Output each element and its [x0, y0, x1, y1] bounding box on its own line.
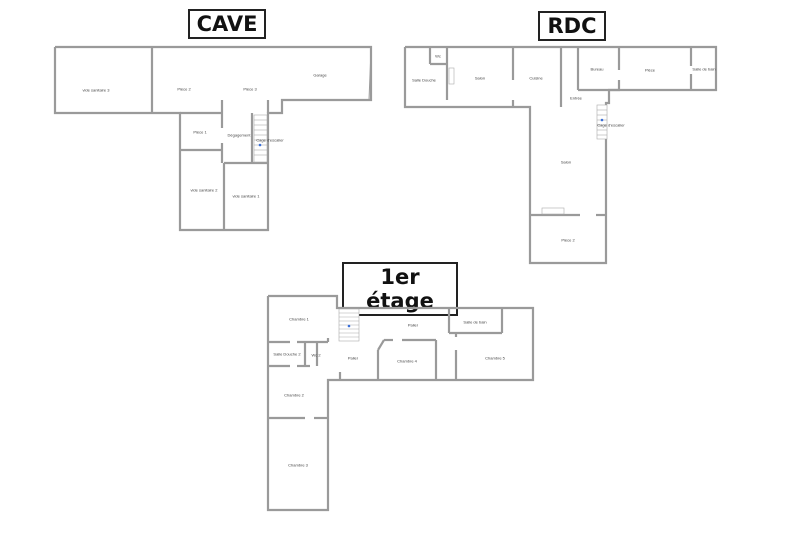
rdc-room-wc: Wc [435, 53, 441, 59]
rdc-room-salle-douche: Salle Douche [412, 77, 436, 83]
etage1-title: 1er étage [342, 262, 458, 316]
rdc-room-salle-de-bain: Salle de bain [692, 66, 716, 72]
etage1-room-chambre-2: Chambre 2 [284, 392, 304, 398]
etage1-room-palier: Palier [347, 355, 359, 361]
rdc-room-piece-2: Pièce 2 [561, 237, 575, 243]
rdc-title: RDC [538, 11, 606, 41]
rdc-room-piece: Pièce [644, 67, 656, 73]
cave-room-piece-3: Pièce 3 [243, 86, 257, 92]
cave-room-vide-sanitaire-2: vide sanitaire 2 [190, 187, 218, 193]
rdc-room-cuisine: Cuisine [529, 75, 543, 81]
cave-room-piece-1: Pièce 1 [193, 129, 207, 135]
rdc-room-salon: Salon [474, 75, 486, 81]
etage1-room-palier-haut: Palier [407, 322, 419, 328]
etage1-room-chambre-4: Chambre 4 [397, 358, 417, 364]
cave-room-degagement: Dégagement [227, 132, 251, 138]
cave-room-vide-sanitaire-1: vide sanitaire 1 [232, 193, 260, 199]
rdc-room-entree: Entrée [570, 95, 582, 101]
etage1-room-salle-douche-2: Salle Douche 2 [273, 351, 301, 357]
rdc-room-salon-2: Salon [560, 159, 572, 165]
etage1-room-chambre-5: Chambre 5 [485, 355, 505, 361]
etage1-room-chambre-1: Chambre 1 [289, 316, 309, 322]
etage1-room-chambre-3: Chambre 3 [288, 462, 308, 468]
etage1-room-salle-de-bain: Salle de bain [463, 319, 487, 325]
cave-room-garage: Garage [313, 72, 327, 78]
etage1-room-wc-2: Wc 2 [311, 352, 321, 358]
rdc-room-cage-escalier: Cage d'escalier [597, 122, 625, 128]
cave-room-cage-escalier: Cage d'escalier [256, 137, 284, 143]
cave-title: CAVE [188, 9, 266, 39]
rdc-room-bureau: Bureau [590, 66, 604, 72]
cave-room-vide-sanitaire-3: vide sanitaire 3 [82, 87, 110, 93]
cave-room-piece-2: Pièce 2 [177, 86, 191, 92]
